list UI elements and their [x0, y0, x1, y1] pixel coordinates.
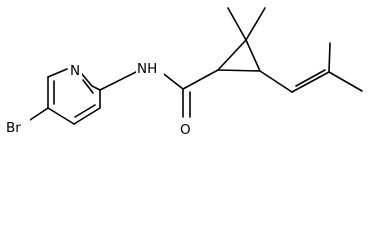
- bond-cp3-cp1: [217, 69, 261, 72]
- cyclopropane-ring: [182, 39, 261, 90]
- bond-vinyl-methyl-top: [328, 42, 331, 73]
- bromine-label: Br: [6, 120, 21, 136]
- bond-c5-c4: [47, 107, 75, 125]
- bond-c4-c3-inner: [74, 104, 96, 118]
- chemical-structure-diagram: Br N NH O: [4, 7, 363, 138]
- carbonyl-oxygen-label: O: [180, 122, 191, 138]
- bond-vinyl-double-inner: [295, 69, 326, 87]
- bond-pyridine-nh: [99, 70, 139, 91]
- atom-label-bromine: Br: [4, 118, 30, 136]
- atom-label-amide-nitrogen: NH: [136, 58, 164, 77]
- bond-cp1-cp2: [217, 39, 247, 71]
- bond-c2-c1: [91, 85, 101, 91]
- atom-label-pyridine-nitrogen: N: [69, 61, 82, 79]
- bond-n-c6: [47, 68, 68, 78]
- atom-label-carbonyl-oxygen: O: [178, 120, 194, 138]
- bond-cp2-methyl-right: [245, 7, 266, 41]
- bond-c1-n: [80, 72, 93, 87]
- amide-nitrogen-label: NH: [137, 61, 157, 77]
- bond-cp2-cp3: [245, 39, 261, 72]
- bond-c2-n-inner: [82, 79, 94, 94]
- bond-cp2-methyl-left: [227, 7, 247, 41]
- bond-carbonyl-cp1: [182, 69, 219, 90]
- bond-c5-br: [29, 107, 49, 121]
- bond-vinyl-methyl-right: [328, 71, 363, 92]
- bond-vinyl-double: [291, 71, 330, 93]
- bond-cp3-vinyl: [259, 70, 293, 93]
- pyridine-ring: [47, 68, 101, 125]
- bond-c4-c3: [73, 107, 101, 125]
- pyridine-nitrogen-label: N: [70, 63, 80, 79]
